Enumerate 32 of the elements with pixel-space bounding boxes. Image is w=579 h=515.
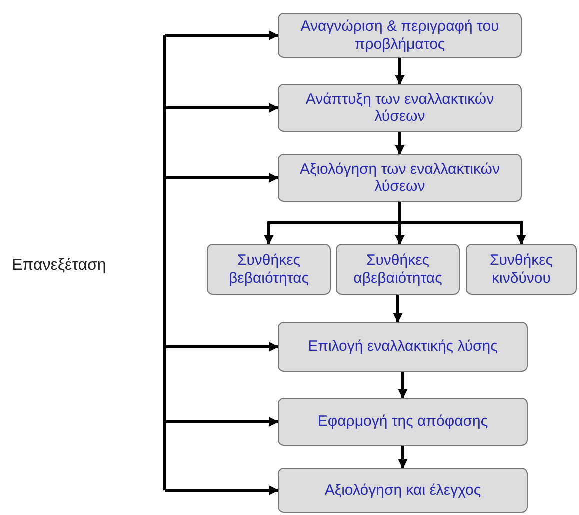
- loop-label: Επανεξέταση: [12, 256, 106, 276]
- step-text: Αναγνώριση & περιγραφή του προβλήματος: [300, 18, 500, 53]
- arrow: [398, 202, 526, 245]
- step-text: Συνθήκες βεβαιότητας: [228, 252, 310, 287]
- process-box: [336, 244, 460, 295]
- process-box: [278, 468, 528, 513]
- process-box: [278, 398, 528, 446]
- process-box: [278, 84, 522, 132]
- process-box: [278, 13, 522, 58]
- arrow: [398, 372, 408, 399]
- arrow: [165, 30, 279, 40]
- process-box: [207, 244, 331, 295]
- arrow: [165, 486, 279, 496]
- step-text: Αξιολόγηση και έλεγχος: [324, 482, 482, 500]
- arrow: [165, 103, 279, 113]
- arrow: [165, 173, 279, 183]
- process-box: [278, 322, 528, 372]
- arrow: [398, 446, 408, 469]
- step-text: Συνθήκες αβεβαιότητας: [352, 252, 444, 287]
- step-text: Εφαρμογή της απόφασης: [318, 413, 488, 431]
- arrow: [395, 132, 405, 155]
- process-box: [466, 244, 577, 295]
- step-text: Επιλογή εναλλακτικής λύσης: [308, 338, 498, 356]
- process-box: [278, 154, 522, 202]
- step-text: Αξιολόγηση των εναλλακτικών λύσεων: [298, 160, 502, 196]
- step-text: Ανάπτυξη των εναλλακτικών λύσεων: [304, 90, 496, 126]
- arrow: [395, 58, 405, 85]
- step-text: Συνθήκες κινδύνου: [488, 252, 554, 287]
- arrow: [165, 417, 279, 427]
- arrow: [393, 295, 403, 323]
- feedback-line: [164, 36, 166, 490]
- arrow: [165, 342, 279, 352]
